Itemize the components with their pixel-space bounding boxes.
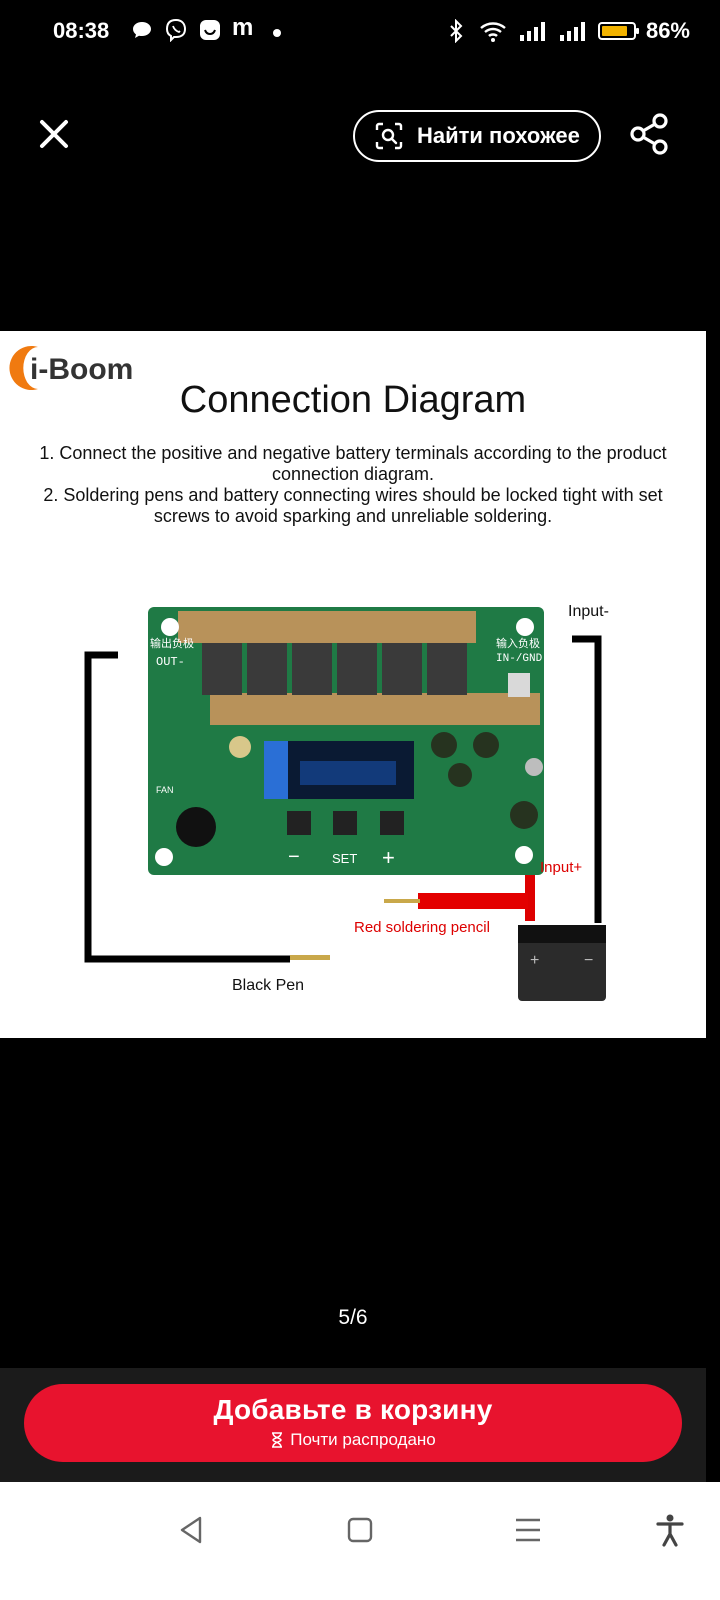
black-pen-label: Black Pen [232, 977, 305, 994]
instruction-1: 1. Connect the positive and negative bat… [39, 443, 667, 484]
accessibility-icon[interactable] [652, 1512, 688, 1548]
out-cn-label: 输出负极 [150, 636, 194, 650]
pcb-board: 输出负极 OUT- 输入负极 IN-/GND − SET + FAN [148, 607, 544, 875]
find-similar-label: Найти похожее [417, 123, 580, 148]
menu-lines-icon[interactable] [510, 1512, 546, 1548]
in-label: IN-/GND [496, 653, 543, 665]
out-label: OUT- [156, 655, 185, 669]
i-boom-logo: i-Boom [9, 346, 133, 390]
red-pen [418, 893, 528, 909]
instruction-2: 2. Soldering pens and battery connecting… [43, 485, 663, 526]
wifi-icon [480, 22, 506, 42]
signal-icon-2 [559, 22, 585, 41]
cart-stock-note: Почти распродано [24, 1430, 682, 1450]
in-cn-label: 输入负极 [496, 636, 540, 650]
connection-diagram: + − [84, 607, 606, 1001]
instructions: 1. Connect the positive and negative bat… [20, 443, 686, 527]
find-similar-button[interactable]: Найти похожее [353, 110, 601, 162]
chat-bubble-icon [133, 22, 151, 38]
input-minus-wire [572, 635, 602, 923]
system-icons: 86% [444, 18, 690, 44]
back-triangle-icon[interactable] [174, 1512, 210, 1548]
battery-icon [597, 22, 639, 40]
messenger-app-icon [200, 20, 220, 40]
add-to-cart-label: Добавьте в корзину [213, 1394, 493, 1425]
share-icon[interactable] [628, 112, 672, 156]
more-notifications-dot [273, 29, 282, 37]
svg-text:i-Boom: i-Boom [30, 353, 133, 386]
black-wire [84, 651, 290, 963]
red-pen-label: Red soldering pencil [354, 919, 490, 936]
input-plus-label: Input+ [540, 859, 583, 876]
viber-icon [165, 18, 187, 42]
lens-search-icon [375, 122, 403, 150]
red-pen-tip [384, 899, 420, 903]
gallery-page-indicator: 5/6 [338, 1306, 368, 1329]
battery-percent: 86% [645, 18, 690, 43]
plus-button-label: + [382, 845, 395, 870]
m-app-icon: m [232, 14, 254, 41]
diagram-title: Connection Diagram [179, 379, 527, 421]
add-to-cart-button[interactable]: Добавьте в корзину Почти распродано [24, 1384, 682, 1462]
battery-plus-sign: + [530, 952, 539, 969]
close-icon[interactable] [34, 114, 74, 154]
black-pen-tip [290, 955, 330, 960]
signal-icon-1 [519, 22, 545, 41]
battery-fill [601, 26, 628, 36]
status-bar: 08:38 m 86% [0, 0, 720, 64]
battery-minus-sign: − [584, 952, 593, 969]
battery-graphic: + − [518, 925, 606, 1001]
notification-icons: m [130, 14, 282, 42]
home-square-icon[interactable] [342, 1512, 378, 1548]
navigation-bar [0, 1482, 720, 1600]
input-minus-label: Input- [568, 603, 609, 620]
bluetooth-icon [450, 19, 463, 43]
almost-sold-out-label: Почти распродано [290, 1430, 436, 1449]
status-time: 08:38 [53, 18, 110, 43]
product-image[interactable]: i-Boom Connection Diagram 1. Connect the… [0, 331, 706, 1038]
set-button-label: SET [332, 851, 357, 866]
minus-button-label: − [288, 846, 300, 868]
cart-bar: Добавьте в корзину Почти распродано [0, 1368, 706, 1482]
fan-label: FAN [156, 785, 174, 795]
hourglass-icon [272, 1432, 283, 1448]
